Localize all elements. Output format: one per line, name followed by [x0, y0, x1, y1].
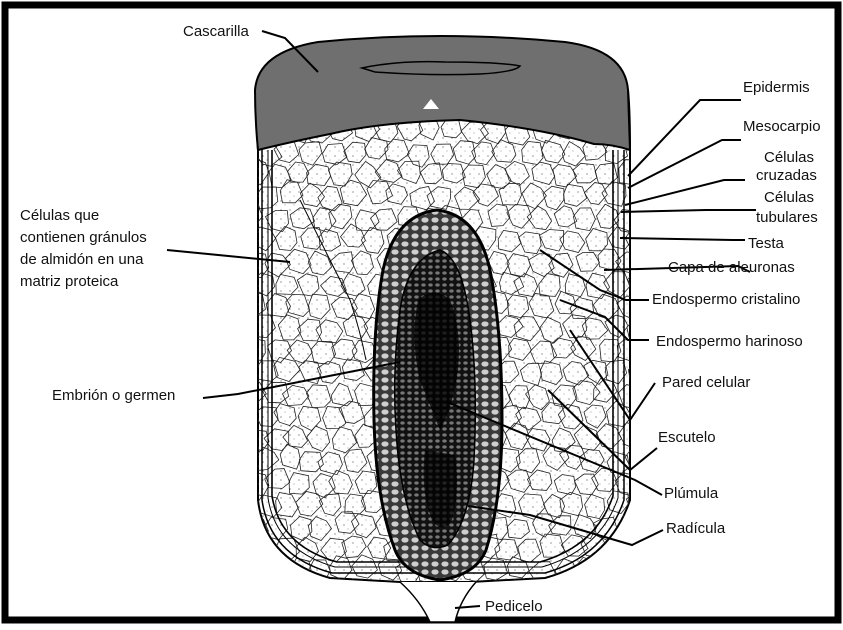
endosperm-cell [252, 541, 275, 563]
label-mesocarpio: Mesocarpio [743, 118, 821, 135]
label-celulas-tubulares-1: Células [764, 189, 814, 206]
endosperm-cell [628, 362, 649, 385]
endosperm-cell [621, 559, 644, 581]
label-endospermo-harinoso: Endospermo harinoso [656, 333, 803, 350]
label-plumula: Plúmula [664, 485, 719, 502]
label-cascarilla: Cascarilla [183, 23, 250, 40]
endosperm-cell [621, 515, 645, 537]
endosperm-cell [241, 564, 266, 584]
pedicel [400, 582, 476, 622]
label-epidermis: Epidermis [743, 79, 810, 96]
label-embrion: Embrión o germen [52, 387, 175, 404]
label-escutelo: Escutelo [658, 429, 716, 446]
endosperm-cell [266, 558, 288, 581]
label-celulas-cruzadas-1: Células [764, 149, 814, 166]
label-capa-aleuronas: Capa de aleuronas [668, 259, 795, 276]
endosperm-cell [628, 270, 656, 292]
label-celulas-almidon-2: contienen gránulos [20, 229, 147, 246]
label-celulas-almidon-1: Células que [20, 207, 99, 224]
label-testa: Testa [748, 235, 785, 252]
endosperm-cell [630, 406, 656, 430]
label-celulas-almidon-4: matriz proteica [20, 273, 119, 290]
label-pared-celular: Pared celular [662, 374, 750, 391]
endosperm-cell [592, 558, 617, 580]
label-pedicelo: Pedicelo [485, 598, 543, 615]
label-celulas-almidon-3: de almidón en una [20, 251, 144, 268]
label-radicula: Radícula [666, 520, 726, 537]
label-endospermo-cristalino: Endospermo cristalino [652, 291, 800, 308]
label-celulas-cruzadas-2: cruzadas [756, 167, 817, 184]
label-celulas-tubulares-2: tubulares [756, 209, 818, 226]
